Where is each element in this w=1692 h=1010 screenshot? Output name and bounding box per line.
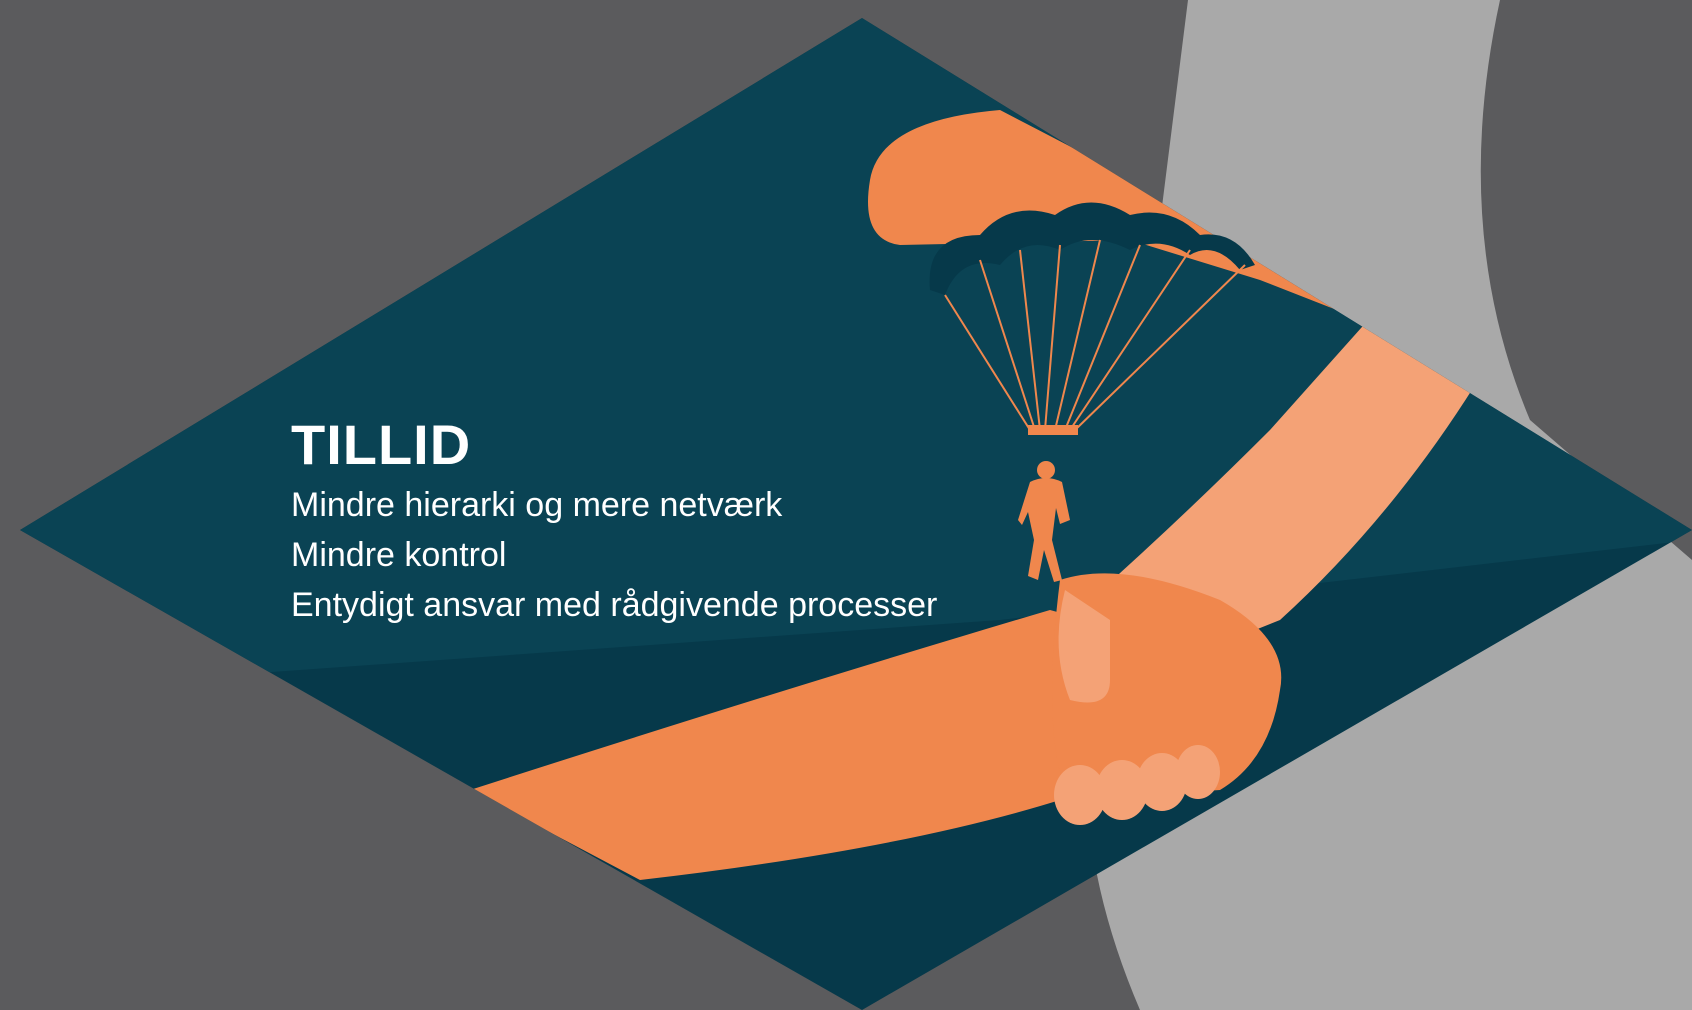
- bullet-line-1: Mindre hierarki og mere netværk: [291, 486, 783, 524]
- text-block: TILLID Mindre hierarki og mere netværk M…: [291, 410, 937, 630]
- handshake-icon: [470, 110, 1475, 880]
- parachutist-icon: [1018, 461, 1070, 582]
- parachute-icon: [929, 202, 1255, 435]
- bullet-line-2: Mindre kontrol: [291, 536, 507, 574]
- heading: TILLID: [291, 413, 472, 476]
- bullet-line-3: Entydigt ansvar med rådgivende processer: [291, 586, 938, 624]
